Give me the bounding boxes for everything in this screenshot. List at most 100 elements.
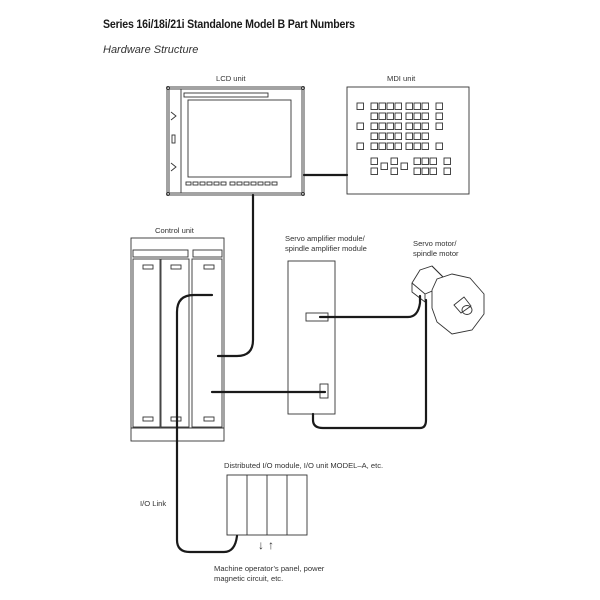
- mdi-key: [356, 122, 364, 130]
- lcd-unit: [166, 86, 305, 196]
- mdi-unit: [346, 86, 470, 195]
- lcd-softkey: [220, 181, 227, 186]
- control-slot-header-right: [192, 249, 223, 258]
- mdi-key: [435, 122, 443, 130]
- arrow-up-icon: ↑: [268, 538, 274, 552]
- mdi-key: [370, 157, 378, 165]
- mdi-key: [370, 102, 378, 110]
- lcd-softkey: [250, 181, 257, 186]
- lcd-softkey: [206, 181, 213, 186]
- cable-amplifier-to-motor-power: [318, 294, 422, 319]
- motor-shaft: [453, 296, 472, 314]
- servo-amplifier-label-line2: spindle amplifier module: [285, 244, 367, 253]
- mdi-key: [378, 142, 386, 150]
- mdi-key: [370, 132, 378, 140]
- cable-lcd-to-control: [216, 193, 255, 358]
- mdi-key: [370, 122, 378, 130]
- mdi-key: [394, 122, 402, 130]
- lcd-softkey: [271, 181, 278, 186]
- mdi-key: [413, 157, 421, 165]
- mdi-key: [380, 162, 388, 170]
- mdi-key: [378, 122, 386, 130]
- mdi-key: [421, 142, 429, 150]
- mdi-key: [370, 142, 378, 150]
- mdi-key: [413, 102, 421, 110]
- mdi-key: [356, 142, 364, 150]
- mdi-key: [421, 167, 429, 175]
- arrow-down-icon: ↓: [258, 538, 264, 552]
- mdi-key: [378, 132, 386, 140]
- mdi-key: [390, 167, 398, 175]
- mdi-key: [378, 112, 386, 120]
- mdi-key: [394, 102, 402, 110]
- mdi-key: [405, 102, 413, 110]
- motor-rear-side: [411, 283, 426, 303]
- mdi-key: [390, 157, 398, 165]
- servo-amplifier-module: [287, 260, 336, 415]
- mdi-key: [386, 112, 394, 120]
- lcd-side-slot-icon: [171, 134, 176, 144]
- mdi-key: [405, 142, 413, 150]
- lcd-softkey: [257, 181, 264, 186]
- lcd-side-mark-bottom-icon: [170, 162, 177, 172]
- distributed-io-module: [226, 474, 308, 536]
- lcd-softkey: [243, 181, 250, 186]
- servo-amplifier-label-line1: Servo amplifier module/: [285, 234, 365, 243]
- mdi-key: [386, 102, 394, 110]
- mdi-key: [421, 157, 429, 165]
- lcd-softkey: [229, 181, 236, 186]
- control-card-2: [160, 258, 190, 428]
- mdi-key: [394, 112, 402, 120]
- mdi-key: [435, 142, 443, 150]
- card-tab: [203, 264, 215, 270]
- control-unit-label: Control unit: [155, 226, 194, 235]
- mdi-key: [405, 112, 413, 120]
- lcd-softkey: [185, 181, 192, 186]
- mdi-key: [405, 122, 413, 130]
- io-link-label: I/O Link: [140, 499, 167, 508]
- lcd-softkey: [213, 181, 220, 186]
- lcd-softkey: [264, 181, 271, 186]
- mdi-key: [394, 132, 402, 140]
- card-tab: [203, 416, 215, 422]
- lcd-softkey: [199, 181, 206, 186]
- motor-shaft-end: [461, 305, 473, 315]
- lcd-screw-icon: [301, 192, 305, 196]
- distributed-io-label: Distributed I/O module, I/O unit MODEL–A…: [224, 461, 384, 470]
- lcd-screw-icon: [301, 86, 305, 90]
- mdi-key: [413, 167, 421, 175]
- machine-panel-label-line1: Machine operator’s panel, power: [214, 564, 325, 573]
- mdi-key: [443, 167, 451, 175]
- page-subtitle: Hardware Structure: [103, 44, 199, 56]
- lcd-screw-icon: [166, 192, 170, 196]
- mdi-key: [429, 157, 437, 165]
- control-card-1: [132, 258, 161, 428]
- mdi-key: [400, 162, 408, 170]
- mdi-unit-frame: [346, 86, 470, 195]
- lcd-softkey: [236, 181, 243, 186]
- mdi-key: [405, 132, 413, 140]
- mdi-key: [443, 157, 451, 165]
- page-title: Series 16i/18i/21i Standalone Model B Pa…: [103, 19, 355, 31]
- mdi-key: [421, 132, 429, 140]
- card-tab: [170, 264, 182, 270]
- mdi-key: [413, 122, 421, 130]
- mdi-key: [394, 142, 402, 150]
- mdi-key: [413, 132, 421, 140]
- mdi-key: [370, 112, 378, 120]
- lcd-screen: [187, 99, 292, 178]
- mdi-key: [356, 102, 364, 110]
- cable-motor-feedback: [311, 298, 428, 430]
- servo-amplifier-frame: [287, 260, 336, 415]
- servo-motor: [411, 265, 485, 335]
- mdi-key: [429, 167, 437, 175]
- lcd-screw-icon: [166, 86, 170, 90]
- control-card-3: [191, 258, 223, 428]
- card-tab: [142, 264, 154, 270]
- machine-panel-label-line2: magnetic circuit, etc.: [214, 574, 284, 583]
- mdi-key: [378, 102, 386, 110]
- mdi-unit-label: MDI unit: [387, 74, 416, 83]
- mdi-key: [386, 122, 394, 130]
- mdi-key: [435, 102, 443, 110]
